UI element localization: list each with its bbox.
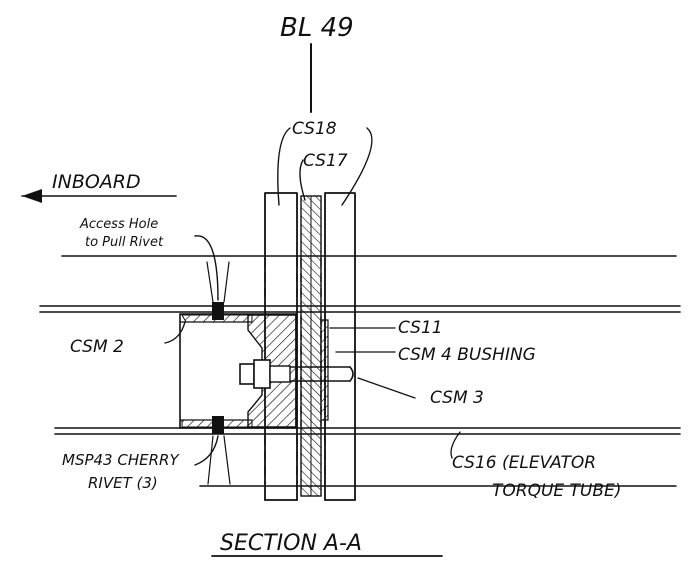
upper-skin — [39, 255, 681, 313]
inboard-label: INBOARD — [52, 171, 141, 193]
cs16-label: CS16 (ELEVATOR — [452, 453, 596, 473]
access-hole-label: Access Hole — [79, 217, 158, 232]
cs18-right-plate — [324, 192, 356, 501]
cs11-label: CS11 — [398, 318, 443, 338]
csm2-label: CSM 2 — [70, 337, 124, 357]
inboard-arrow — [21, 189, 177, 203]
cherry-rivet-top — [206, 261, 230, 320]
pull-rivet-label: to Pull Rivet — [85, 235, 164, 250]
cs11-part — [320, 319, 329, 421]
lower-skin — [54, 427, 681, 487]
cs18-label: CS18 — [292, 119, 337, 139]
leader-lines — [164, 127, 461, 466]
rivet-count-label: RIVET (3) — [88, 474, 158, 492]
bl49-label: BL 49 — [280, 13, 354, 43]
cs17-label: CS17 — [303, 151, 348, 171]
csm3-label: CSM 3 — [430, 388, 484, 408]
csm4-bushing-label: CSM 4 BUSHING — [398, 345, 536, 365]
csm3-bolt — [239, 359, 354, 389]
torque-tube-label: TORQUE TUBE) — [492, 481, 621, 501]
msp43-label: MSP43 CHERRY — [62, 451, 180, 469]
section-title: SECTION A-A — [220, 531, 362, 556]
cherry-rivet-bottom — [207, 416, 231, 485]
